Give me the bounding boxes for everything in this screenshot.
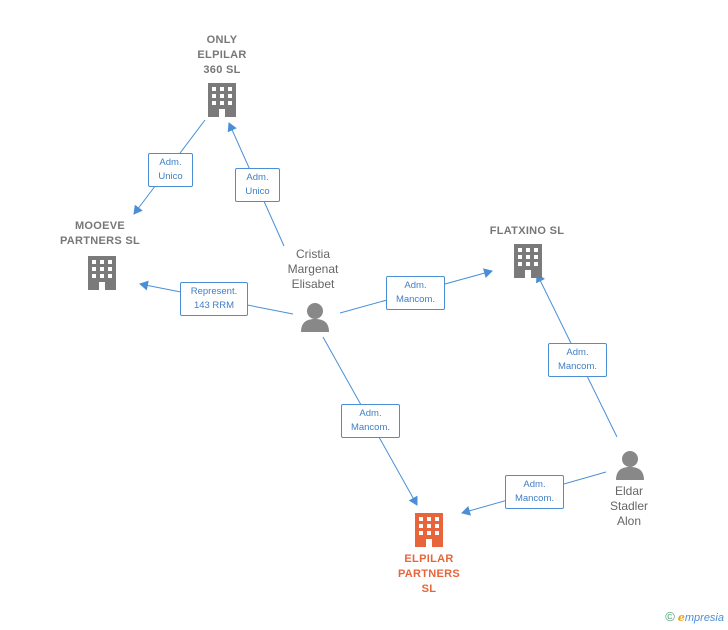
edge-label-eldar-to-elpilar: Adm. Mancom. bbox=[505, 475, 564, 509]
company-label-flatxino[interactable]: FLATXINO SL bbox=[489, 225, 565, 237]
person-label-cristia[interactable]: Cristia Margenat Elisabet bbox=[287, 247, 339, 291]
empresia-logo[interactable]: ©empresia bbox=[665, 609, 724, 624]
brand-initial: e bbox=[677, 611, 685, 624]
edge-label-cristia-to-elpilar: Adm. Mancom. bbox=[341, 404, 400, 438]
person-icon[interactable] bbox=[616, 451, 644, 480]
edge-label-cristia-to-mooeve: Represent. 143 RRM bbox=[180, 282, 248, 316]
building-icon[interactable] bbox=[514, 244, 542, 278]
building-icon[interactable] bbox=[88, 256, 116, 290]
company-label-only-elpilar[interactable]: ONLY ELPILAR 360 SL bbox=[197, 34, 247, 76]
edge-label-cristia-to-flatxino: Adm. Mancom. bbox=[386, 276, 445, 310]
brand-text: mpresia bbox=[684, 612, 724, 624]
company-label-mooeve-partners[interactable]: MOOEVE PARTNERS SL bbox=[59, 220, 141, 247]
edge-label-eldar-to-flatxino: Adm. Mancom. bbox=[548, 343, 607, 377]
edge-label-cristia-to-only: Adm. Unico bbox=[235, 168, 280, 202]
copyright-icon: © bbox=[665, 609, 675, 624]
building-icon[interactable] bbox=[415, 513, 443, 547]
person-label-eldar[interactable]: Eldar Stadler Alon bbox=[609, 484, 649, 528]
person-icon[interactable] bbox=[301, 303, 329, 332]
company-label-elpilar-partners[interactable]: ELPILAR PARTNERS SL bbox=[397, 553, 461, 595]
edge-label-only-to-mooeve: Adm. Unico bbox=[148, 153, 193, 187]
building-icon[interactable] bbox=[208, 83, 236, 117]
